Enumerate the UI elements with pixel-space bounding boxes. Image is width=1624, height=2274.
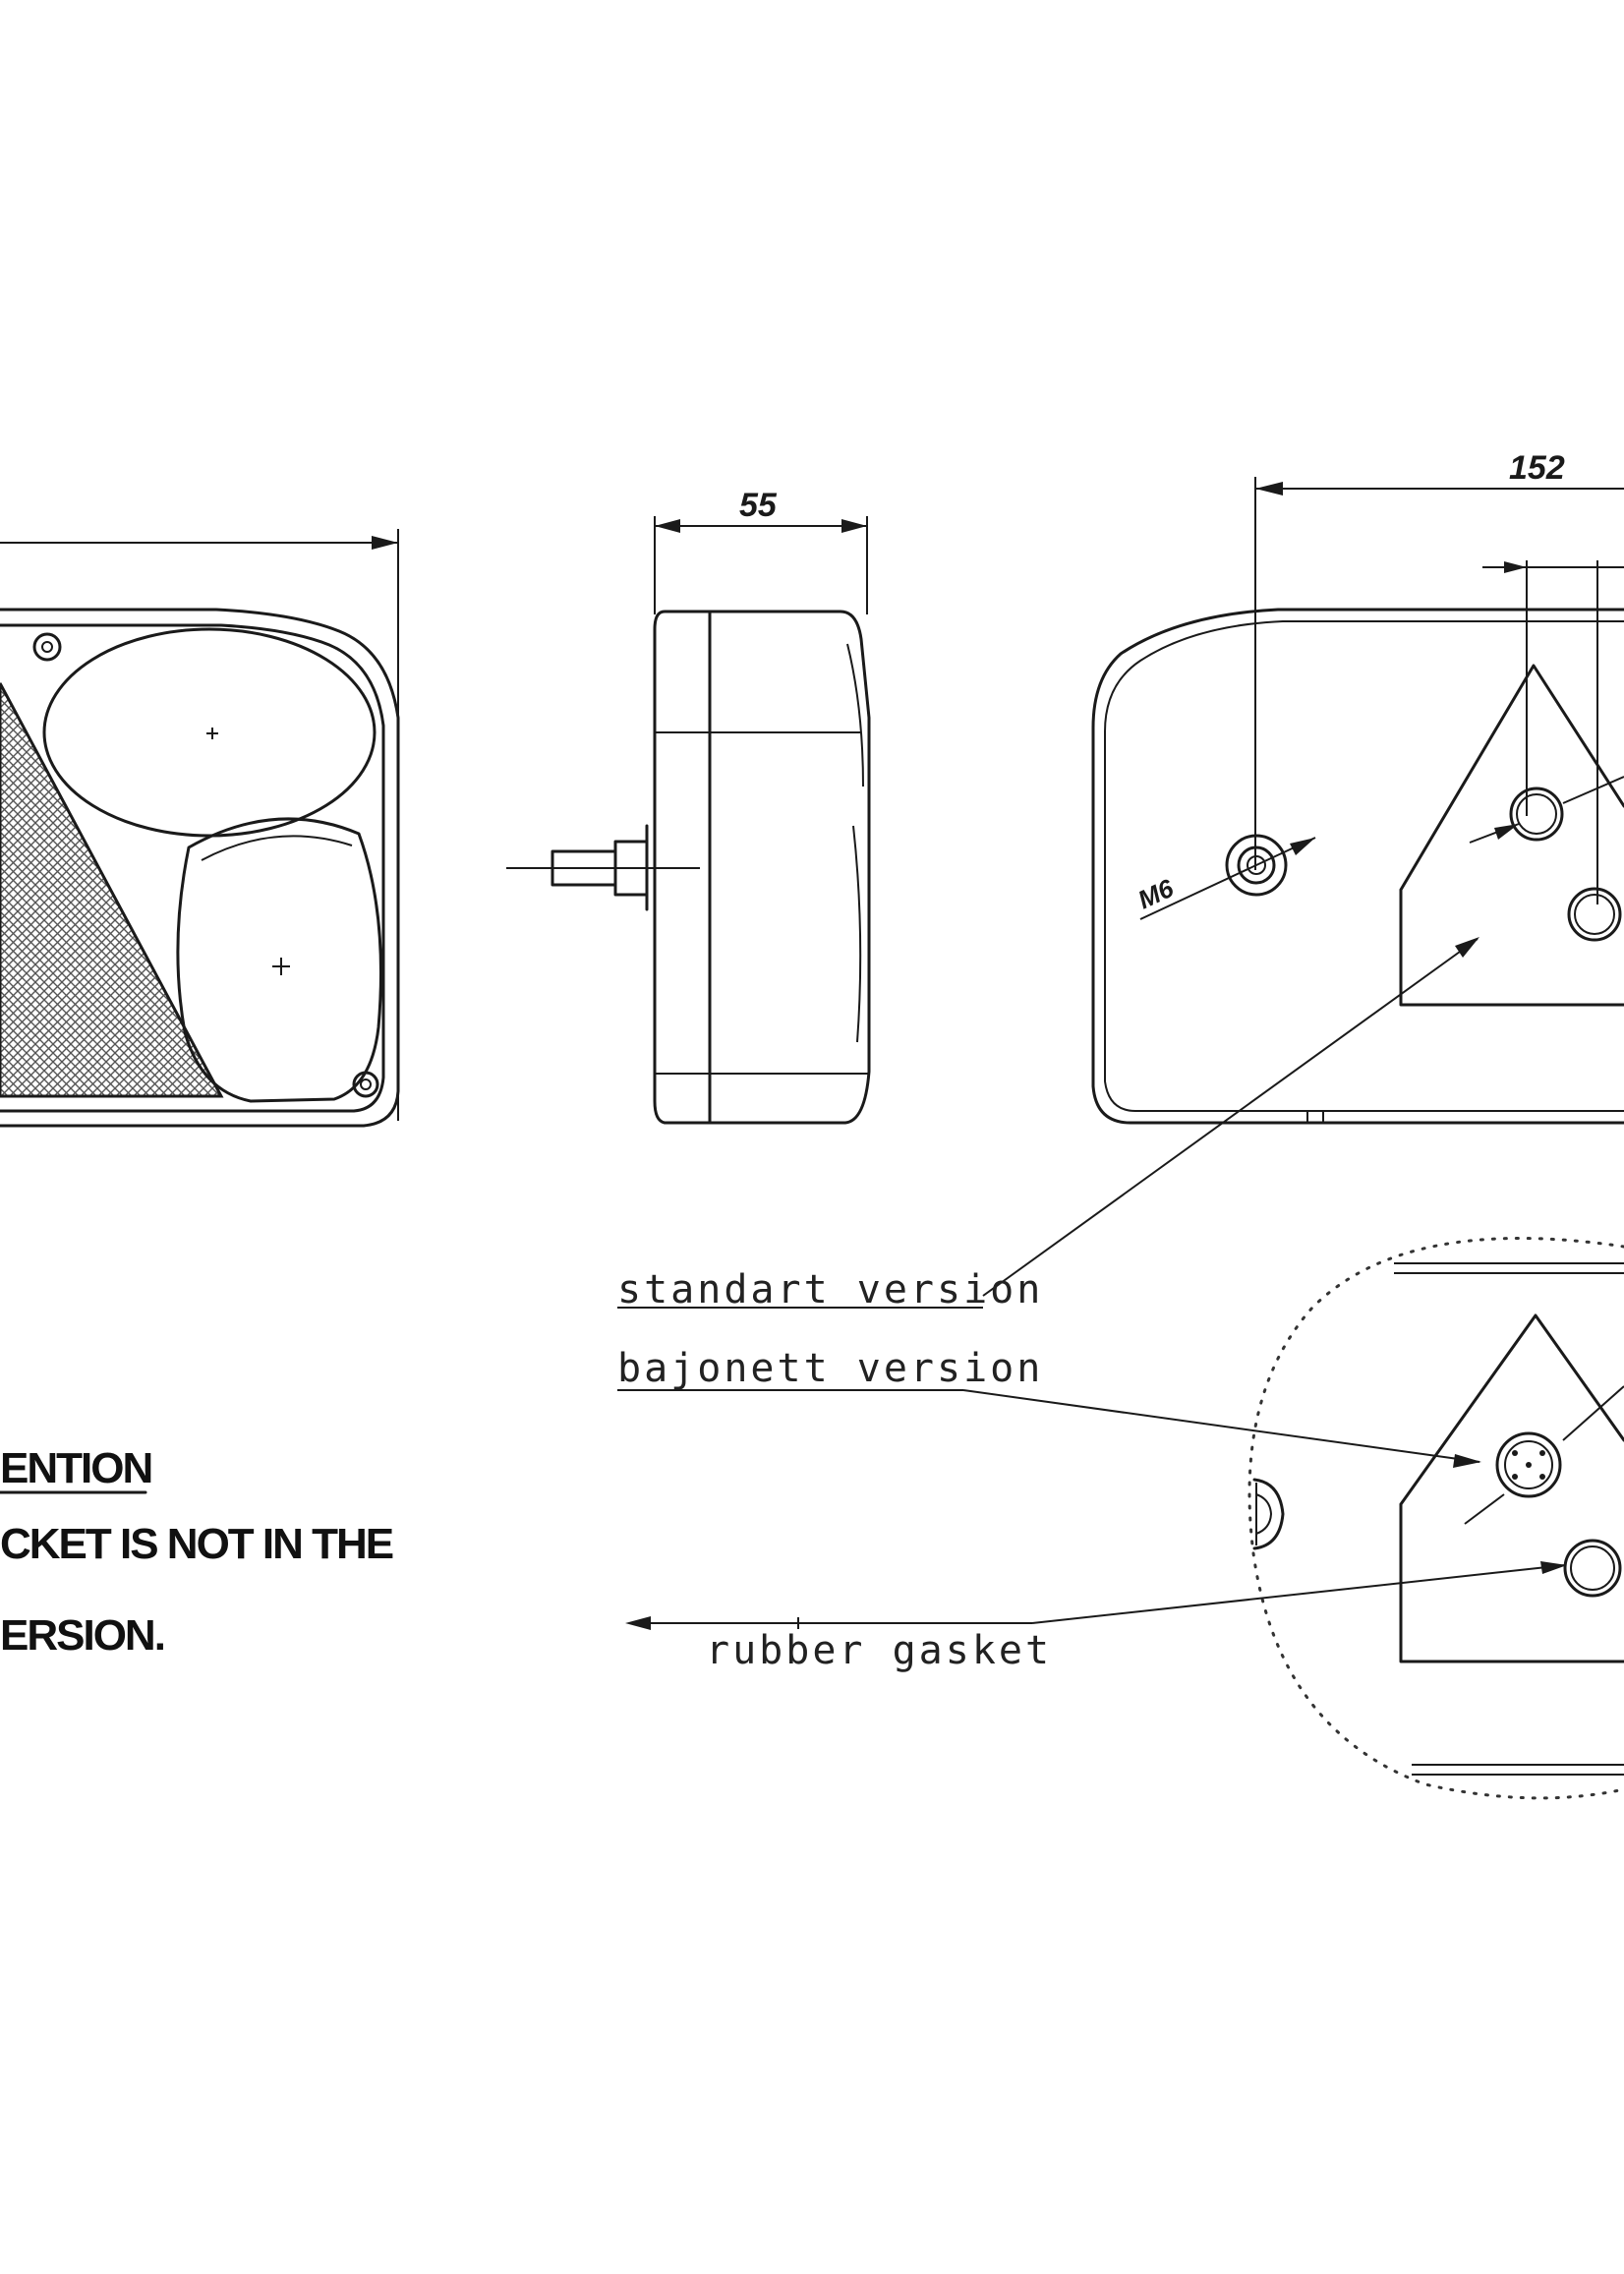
thread-boss [1225,834,1288,897]
note-heading: ENTION [0,1444,151,1492]
front-housing-outline [0,608,400,1128]
side-view: 55 [506,487,871,1125]
lower-lamp-lens [176,817,382,1103]
connector-plate-triangle [1399,664,1624,1007]
callout-labels: standart version bajonett version rubber… [617,1267,1567,1673]
detail-view [1247,1236,1624,1800]
back-view: 152 M6 [982,449,1624,1297]
detail-triangle [1399,1313,1624,1663]
width-dimension: 152 [1509,449,1565,487]
side-housing [653,610,871,1125]
lower-hole [1567,887,1622,942]
standard-version-label: standart version [617,1267,1043,1312]
detail-lower-hole [1563,1539,1622,1598]
front-view [0,529,400,1128]
detail-screw [1252,1478,1285,1550]
bajonett-version-label: bajonett version [617,1346,1043,1391]
reflector-triangle [0,682,224,1098]
bajonett-connector [1495,1431,1562,1498]
detail-circle [1247,1236,1624,1800]
back-housing-outline [1091,608,1624,1125]
screw-top [32,632,62,662]
note-line-2: ERSION. [0,1611,164,1660]
attention-note: ENTION CKET IS NOT IN THE ERSION. [0,1444,395,1660]
rubber-gasket-label: rubber gasket [706,1628,1052,1673]
thread-label: M6 [1133,873,1179,915]
screw-bottom [352,1071,379,1098]
depth-dimension: 55 [739,487,778,524]
upper-hole [1509,787,1564,842]
note-line-1: CKET IS NOT IN THE [0,1520,393,1568]
